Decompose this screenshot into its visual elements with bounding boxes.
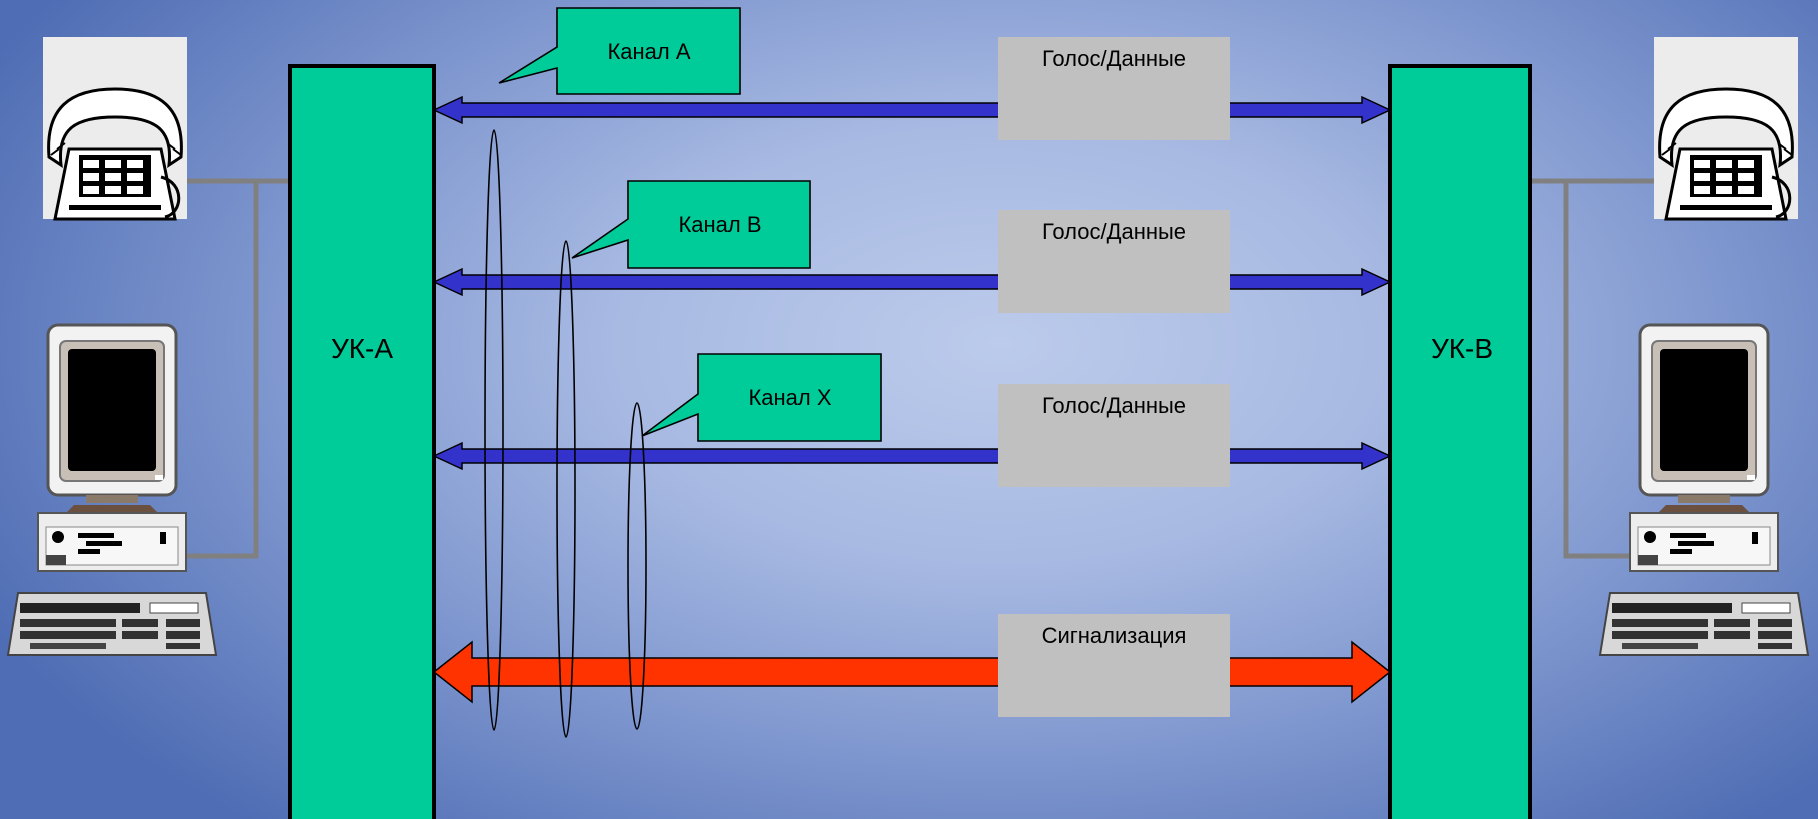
computer-icon [6, 323, 218, 657]
link-arrow-2 [432, 267, 1392, 297]
link-arrow-3 [432, 441, 1392, 471]
channel-ellipse-x [627, 402, 647, 730]
link-box-4 [998, 614, 1230, 717]
channel-a-label: Канал А [607, 39, 691, 64]
link-arrow-1 [432, 95, 1392, 125]
channel-b-label: Канал В [678, 212, 762, 237]
link-label-2: Голос/Данные [1041, 219, 1187, 244]
callout-channel-x [641, 353, 882, 442]
right-wiring [1530, 178, 1670, 559]
switch-b-label: УК-В [1430, 333, 1494, 364]
channel-ellipse-b [556, 240, 576, 738]
callout-channel-a [498, 7, 741, 95]
link-box-3 [998, 384, 1230, 487]
switch-block-b [1388, 64, 1532, 819]
switch-a-label: УК-А [330, 333, 394, 364]
link-box-1 [998, 37, 1230, 140]
channel-x-label: Канал Х [748, 385, 832, 410]
link-label-3: Голос/Данные [1041, 393, 1187, 418]
computer-icon [1598, 323, 1810, 657]
link-label-1: Голос/Данные [1041, 46, 1187, 71]
callout-channel-b [571, 180, 811, 269]
switch-block-a [288, 64, 436, 819]
telephone-icon [41, 35, 189, 221]
telephone-icon [1652, 35, 1800, 221]
channel-ellipse-a [484, 129, 504, 731]
link-label-4: Сигнализация [1041, 623, 1187, 648]
link-box-2 [998, 210, 1230, 313]
signal-arrow [432, 640, 1392, 704]
